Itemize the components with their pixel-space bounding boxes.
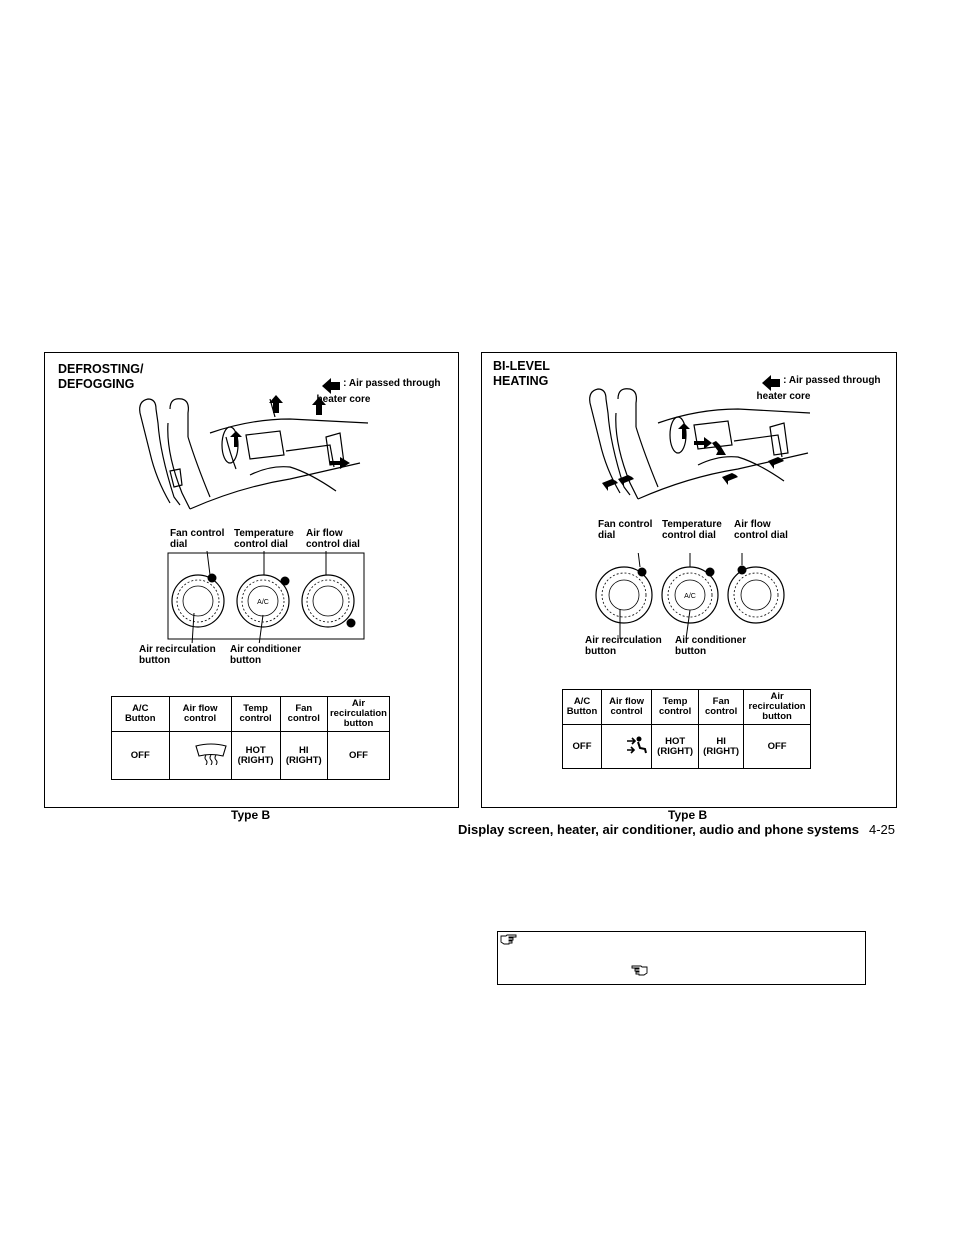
- value-cell: OFF: [326, 731, 391, 780]
- bi-level-heating-panel: BI-LEVEL HEATING : Air passed through he…: [481, 352, 897, 808]
- fan-control-dial-label: Fan control dial: [598, 519, 653, 541]
- air-flow-control-dial-label: Air flow control dial: [734, 519, 788, 541]
- air-flow-control-dial: [301, 574, 355, 628]
- header-cell: Air recirculation button: [326, 696, 391, 732]
- pointing-hand-icon: [500, 934, 517, 945]
- table-row: OFF HOT (RIGHT) HI (RIGHT) OFF: [562, 724, 811, 769]
- panel-title: BI-LEVEL HEATING: [493, 359, 550, 388]
- airflow-dial-indicator: [737, 565, 747, 575]
- air-conditioner-button-label: Air conditioner button: [675, 635, 747, 657]
- legend-text: : Air passed through heater core: [316, 378, 441, 405]
- header-cell: Temp control: [651, 689, 700, 725]
- air-flow-control-dial-label: Air flow control dial: [306, 528, 360, 550]
- legend: : Air passed through heater core: [311, 367, 441, 416]
- defrost-icon: [194, 743, 227, 766]
- temp-dial-indicator: [705, 567, 715, 577]
- value-cell: OFF: [111, 731, 170, 780]
- air-conditioner-button-label: Air conditioner button: [230, 644, 302, 666]
- pointing-hand-back-icon: [631, 965, 648, 976]
- car-interior-illustration: [139, 395, 369, 510]
- left-figure-caption: Type B: [231, 808, 271, 822]
- temperature-control-dial-label: Temperature control dial: [662, 519, 722, 541]
- defrosting-panel: DEFROSTING/ DEFOGGING : Air passed throu…: [44, 352, 459, 808]
- panel-title: DEFROSTING/ DEFOGGING: [58, 362, 144, 391]
- temp-dial-indicator: [280, 576, 290, 586]
- table-header-row: A/C Button Air flow control Temp control…: [111, 696, 391, 732]
- value-cell: OFF: [743, 724, 811, 769]
- fan-control-dial: [171, 574, 225, 628]
- settings-table: A/C Button Air flow control Temp control…: [562, 689, 811, 769]
- header-cell: Air flow control: [168, 696, 232, 732]
- header-cell: A/C Button: [562, 689, 602, 725]
- value-cell: HOT (RIGHT): [651, 724, 700, 769]
- right-figure-caption: Type B: [668, 808, 708, 822]
- control-panel-diagram: A/C: [595, 553, 785, 639]
- fan-control-dial-label: Fan control dial: [170, 528, 225, 550]
- air-recirculation-button-label: Air recirculation button: [139, 644, 216, 666]
- table-header-row: A/C Button Air flow control Temp control…: [562, 689, 811, 725]
- value-cell: HI (RIGHT): [279, 731, 328, 780]
- temperature-control-dial: [236, 574, 290, 628]
- section-title: Display screen, heater, air conditioner,…: [458, 822, 859, 837]
- ac-button-text: A/C: [257, 599, 269, 606]
- airflow-dial-indicator: [346, 618, 356, 628]
- value-cell: OFF: [562, 724, 602, 769]
- table-row: OFF HOT (RIGHT) HI (RIGHT) OFF: [111, 731, 391, 780]
- ac-button-text: A/C: [684, 593, 696, 600]
- fan-dial-indicator: [637, 567, 647, 577]
- header-cell: Air flow control: [600, 689, 653, 725]
- header-cell: Fan control: [279, 696, 328, 732]
- header-cell: Temp control: [230, 696, 281, 732]
- heated-air-arrow-icon: [762, 375, 781, 391]
- fan-control-dial: [595, 566, 653, 624]
- legend-text: : Air passed through heater core: [756, 375, 881, 402]
- control-panel-diagram: A/C: [167, 551, 365, 643]
- heated-air-arrow-icon: [322, 378, 341, 394]
- temperature-control-dial-label: Temperature control dial: [234, 528, 294, 550]
- airflow-icon-cell: [600, 724, 653, 769]
- legend: : Air passed through heater core: [751, 364, 881, 413]
- header-cell: A/C Button: [111, 696, 170, 732]
- bi-level-icon: [627, 736, 648, 754]
- page-footer: Display screen, heater, air conditioner,…: [0, 822, 895, 837]
- airflow-icon-cell: [168, 731, 232, 780]
- settings-table: A/C Button Air flow control Temp control…: [111, 696, 391, 780]
- header-cell: Air recirculation button: [743, 689, 811, 725]
- value-cell: HI (RIGHT): [698, 724, 745, 769]
- air-recirculation-button-label: Air recirculation button: [585, 635, 662, 657]
- page-number: 4-25: [868, 822, 895, 837]
- fan-dial-indicator: [207, 573, 217, 583]
- header-cell: Fan control: [698, 689, 745, 725]
- car-interior-illustration: [589, 388, 811, 500]
- note-box: [497, 931, 866, 985]
- air-flow-control-dial: [727, 566, 785, 624]
- value-cell: HOT (RIGHT): [230, 731, 281, 780]
